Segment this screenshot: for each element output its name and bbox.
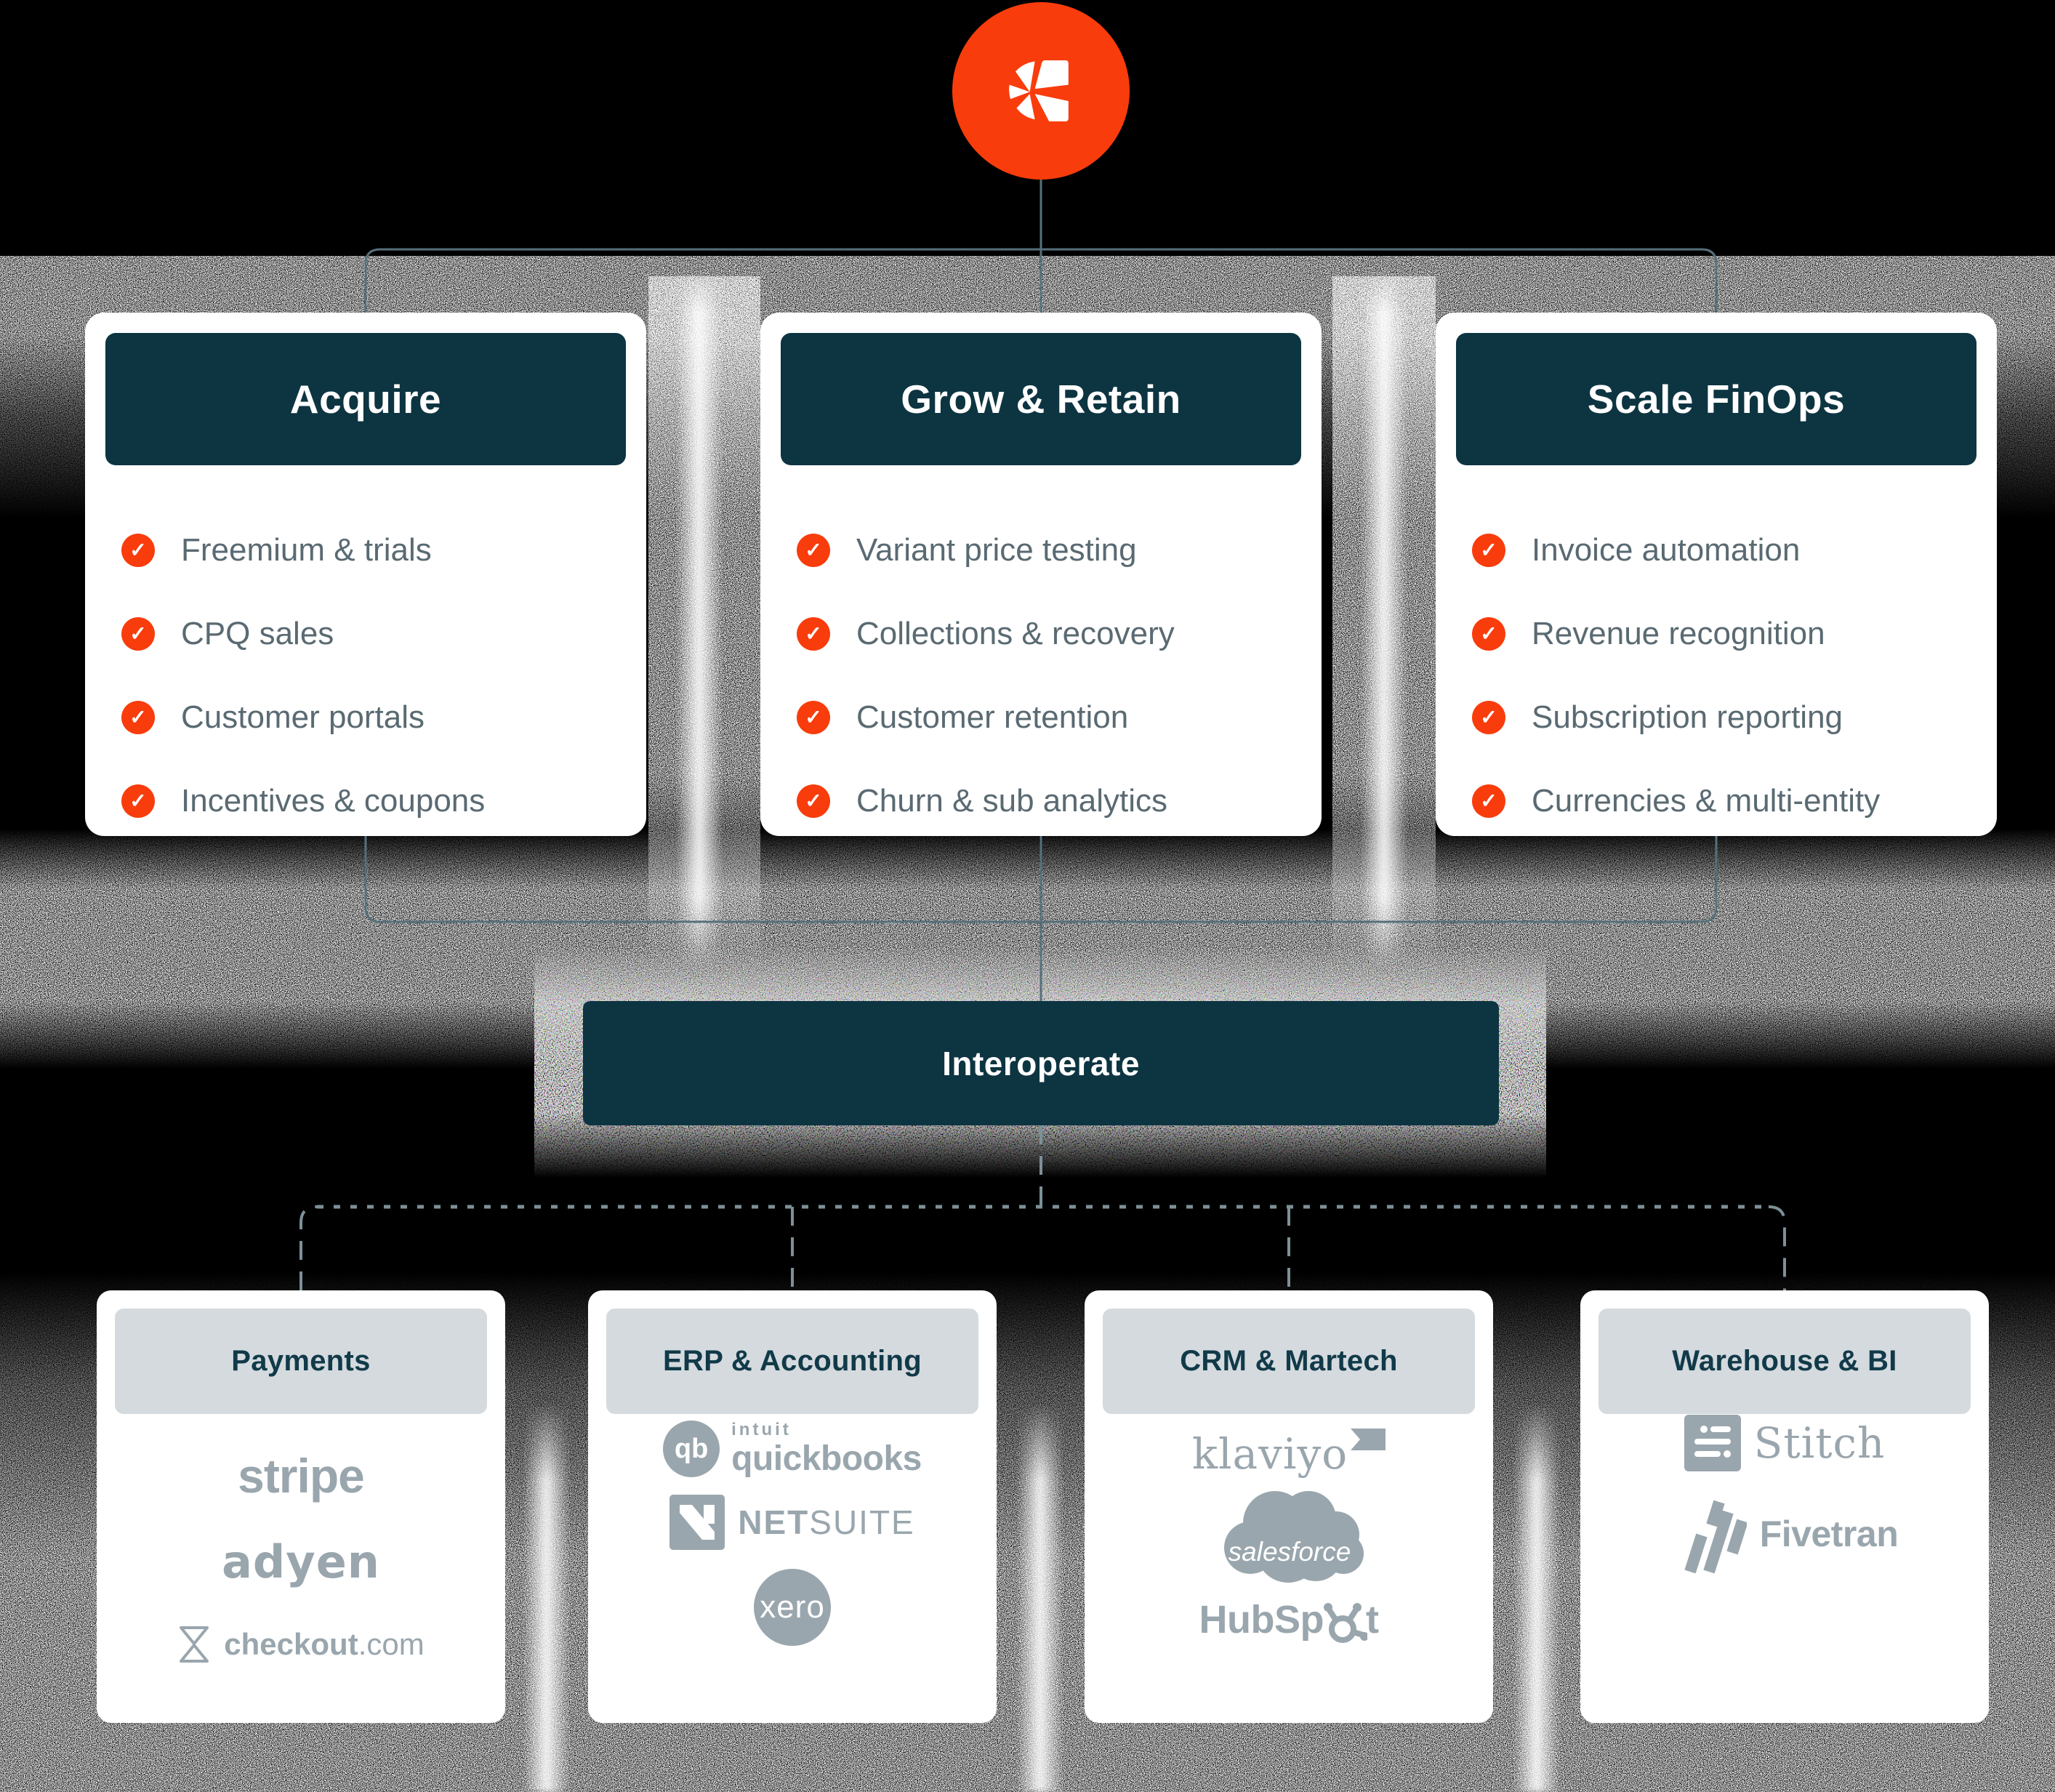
- list-item: ✓Variant price testing: [797, 532, 1292, 568]
- card-title: CRM & Martech: [1180, 1345, 1398, 1377]
- logo-klaviyo: klaviyo: [1085, 1418, 1493, 1490]
- card-scale-finops-header: Scale FinOps: [1456, 333, 1976, 465]
- card-grow-retain-header: Grow & Retain: [781, 333, 1301, 465]
- list-item: ✓CPQ sales: [121, 616, 617, 651]
- hourglass-icon: [180, 1626, 209, 1663]
- wire-dash-corner-right: [1768, 1205, 1786, 1290]
- card-crm-martech-header: CRM & Martech: [1103, 1309, 1475, 1414]
- list-item: ✓Collections & recovery: [797, 616, 1292, 651]
- card-title: Scale FinOps: [1587, 377, 1846, 422]
- card-grow-retain: Grow & Retain ✓Variant price testing ✓Co…: [760, 313, 1322, 836]
- card-title: Warehouse & BI: [1672, 1345, 1897, 1377]
- klaviyo-flag-icon: [1351, 1429, 1386, 1450]
- card-acquire-header: Acquire: [105, 333, 626, 465]
- logo-salesforce: salesforce: [1085, 1472, 1493, 1588]
- check-circle-icon: ✓: [797, 701, 830, 734]
- logo-quickbooks: qb intuit quickbooks: [588, 1413, 997, 1485]
- check-circle-icon: ✓: [797, 534, 830, 567]
- check-circle-icon: ✓: [1472, 701, 1505, 734]
- card-warehouse-bi-header: Warehouse & BI: [1598, 1309, 1971, 1414]
- card-title: Grow & Retain: [901, 377, 1181, 422]
- logo-adyen: adyen: [222, 1535, 380, 1588]
- card-erp-accounting-header: ERP & Accounting: [606, 1309, 978, 1414]
- qb-circle-icon: qb: [663, 1421, 720, 1477]
- logo-stripe: stripe: [238, 1449, 365, 1503]
- list-item: ✓Incentives & coupons: [121, 783, 617, 819]
- netsuite-square-icon: [669, 1495, 725, 1550]
- check-circle-icon: ✓: [797, 617, 830, 651]
- hubspot-sprocket-icon: [1324, 1602, 1367, 1643]
- wire-top-bracket: [364, 248, 1718, 313]
- light-streak-bottom-2: [1017, 1403, 1063, 1792]
- check-circle-icon: ✓: [1472, 617, 1505, 651]
- fivetran-stripes-icon: [1684, 1500, 1747, 1573]
- list-item: ✓Customer retention: [797, 699, 1292, 735]
- list-item: ✓Revenue recognition: [1472, 616, 1968, 651]
- xero-circle-icon: xero: [754, 1569, 831, 1646]
- quickbooks-wordmark: quickbooks: [731, 1439, 922, 1478]
- salesforce-cloud-icon: salesforce: [1224, 1491, 1364, 1583]
- card-payments-header: Payments: [115, 1309, 487, 1414]
- card-warehouse-bi: Warehouse & BI Stitch: [1580, 1290, 1989, 1723]
- interoperate-bar: Interoperate: [583, 1001, 1499, 1125]
- check-circle-icon: ✓: [1472, 784, 1505, 818]
- card-title: Acquire: [289, 377, 442, 422]
- feature-list: ✓Freemium & trials ✓CPQ sales ✓Customer …: [121, 532, 617, 868]
- salesforce-wordmark: salesforce: [1228, 1537, 1351, 1567]
- light-streak-bottom-1: [523, 1403, 570, 1792]
- list-item: ✓Subscription reporting: [1472, 699, 1968, 735]
- intuit-wordmark: intuit: [731, 1420, 792, 1439]
- list-item: ✓Currencies & multi-entity: [1472, 783, 1968, 819]
- feature-list: ✓Invoice automation ✓Revenue recognition…: [1472, 532, 1968, 868]
- stitch-square-icon: [1684, 1415, 1741, 1471]
- check-circle-icon: ✓: [121, 534, 155, 567]
- hub-label: Interoperate: [942, 1044, 1140, 1082]
- check-circle-icon: ✓: [797, 784, 830, 818]
- light-streak-bottom-3: [1513, 1403, 1560, 1792]
- logo-stitch: Stitch: [1580, 1407, 1989, 1479]
- logo-checkout-com: checkout.com: [97, 1615, 505, 1674]
- logo-xero: xero: [588, 1567, 997, 1647]
- check-circle-icon: ✓: [1472, 534, 1505, 567]
- list-item: ✓Customer portals: [121, 699, 617, 735]
- check-circle-icon: ✓: [121, 701, 155, 734]
- brand-logo: [952, 2, 1130, 180]
- logo-fivetran: Fivetran: [1580, 1494, 1989, 1574]
- pinwheel-mark-icon: [1009, 60, 1069, 121]
- card-title: Payments: [231, 1345, 371, 1377]
- card-payments: Payments stripe adyen checkout.com: [97, 1290, 505, 1723]
- card-acquire: Acquire ✓Freemium & trials ✓CPQ sales ✓C…: [85, 313, 646, 836]
- logo-hubspot: HubSp t: [1085, 1585, 1493, 1654]
- check-circle-icon: ✓: [121, 617, 155, 651]
- list-item: ✓Freemium & trials: [121, 532, 617, 568]
- list-item: ✓Invoice automation: [1472, 532, 1968, 568]
- feature-list: ✓Variant price testing ✓Collections & re…: [797, 532, 1292, 868]
- card-scale-finops: Scale FinOps ✓Invoice automation ✓Revenu…: [1436, 313, 1997, 836]
- card-crm-martech: CRM & Martech klaviyo salesfor: [1085, 1290, 1493, 1723]
- card-title: ERP & Accounting: [663, 1345, 922, 1377]
- card-erp-accounting: ERP & Accounting qb intuit quickbooks NE…: [588, 1290, 997, 1723]
- check-circle-icon: ✓: [121, 784, 155, 818]
- list-item: ✓Churn & sub analytics: [797, 783, 1292, 819]
- wire-dash-corner-left: [299, 1205, 318, 1290]
